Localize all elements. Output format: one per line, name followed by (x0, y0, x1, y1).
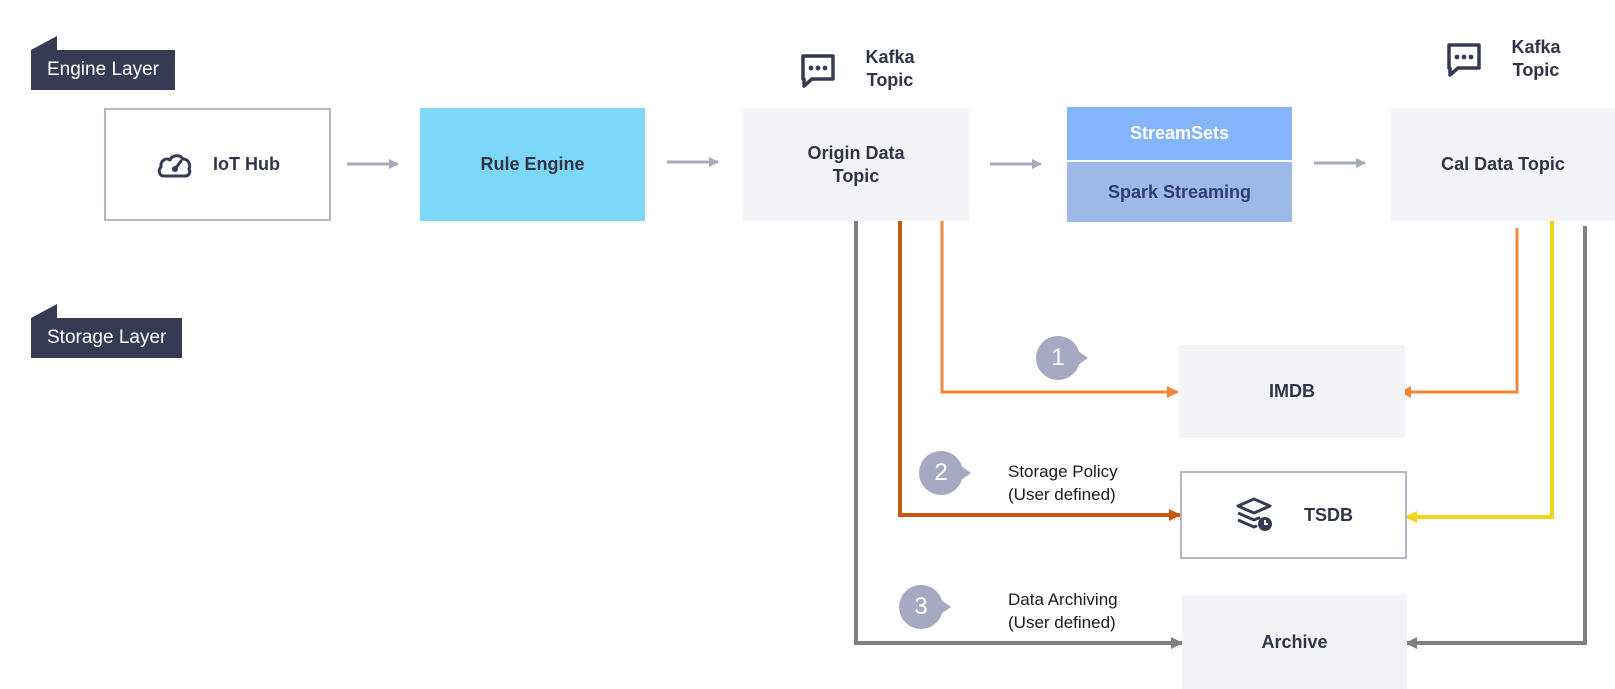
storage-policy-note: Storage Policy (User defined) (1008, 462, 1118, 504)
imdb-node[interactable]: IMDB (1179, 345, 1405, 438)
spark-streaming-node[interactable]: Spark Streaming (1067, 162, 1292, 222)
streamsets-label: StreamSets (1129, 123, 1230, 143)
origin-data-topic-node[interactable]: Origin Data Topic (743, 108, 969, 221)
cal-data-topic-node[interactable]: Cal Data Topic (1391, 108, 1615, 221)
kafka-topic-label-left: Kafka Topic (865, 47, 915, 90)
iot-hub-label: IoT Hub (213, 154, 280, 174)
step-badge-2: 2 (919, 451, 971, 495)
rule-engine-label: Rule Engine (480, 154, 585, 174)
storage-layer-label: Storage Layer (47, 327, 167, 348)
step-badge-3: 3 (899, 585, 951, 629)
path-origin-to-tsdb (898, 221, 1181, 521)
tsdb-label: TSDB (1304, 504, 1353, 525)
cal-data-topic-label: Cal Data Topic (1441, 154, 1565, 174)
step-badge-1: 1 (1036, 336, 1088, 380)
archive-label: Archive (1261, 631, 1328, 652)
path-cal-to-imdb (1399, 228, 1519, 398)
tsdb-node[interactable]: TSDB (1180, 471, 1407, 559)
imdb-label: IMDB (1269, 381, 1315, 401)
path-cal-to-tsdb (1405, 221, 1554, 523)
path-cal-to-archive (1405, 226, 1587, 649)
rule-engine-node[interactable]: Rule Engine (420, 108, 645, 221)
origin-data-topic-label: Origin Data Topic (807, 142, 905, 186)
stacked-layers-clock-icon (1236, 497, 1272, 531)
chat-bubble-icon-right (1447, 43, 1481, 77)
storage-layer-tag: Storage Layer (31, 304, 183, 358)
chat-bubble-icon (801, 54, 835, 88)
path-origin-to-archive (854, 221, 1183, 649)
streamsets-node[interactable]: StreamSets (1067, 107, 1292, 160)
iot-hub-node[interactable]: IoT Hub (104, 108, 331, 221)
cloud-gauge-icon (157, 153, 192, 177)
archive-node[interactable]: Archive (1182, 595, 1407, 689)
engine-layer-tag: Engine Layer (31, 36, 175, 90)
data-archiving-note: Data Archiving (User defined) (1008, 590, 1118, 632)
engine-layer-label: Engine Layer (47, 59, 159, 80)
kafka-topic-label-right: Kafka Topic (1511, 37, 1561, 80)
spark-streaming-label: Spark Streaming (1107, 181, 1252, 202)
path-origin-to-imdb (940, 221, 1179, 398)
